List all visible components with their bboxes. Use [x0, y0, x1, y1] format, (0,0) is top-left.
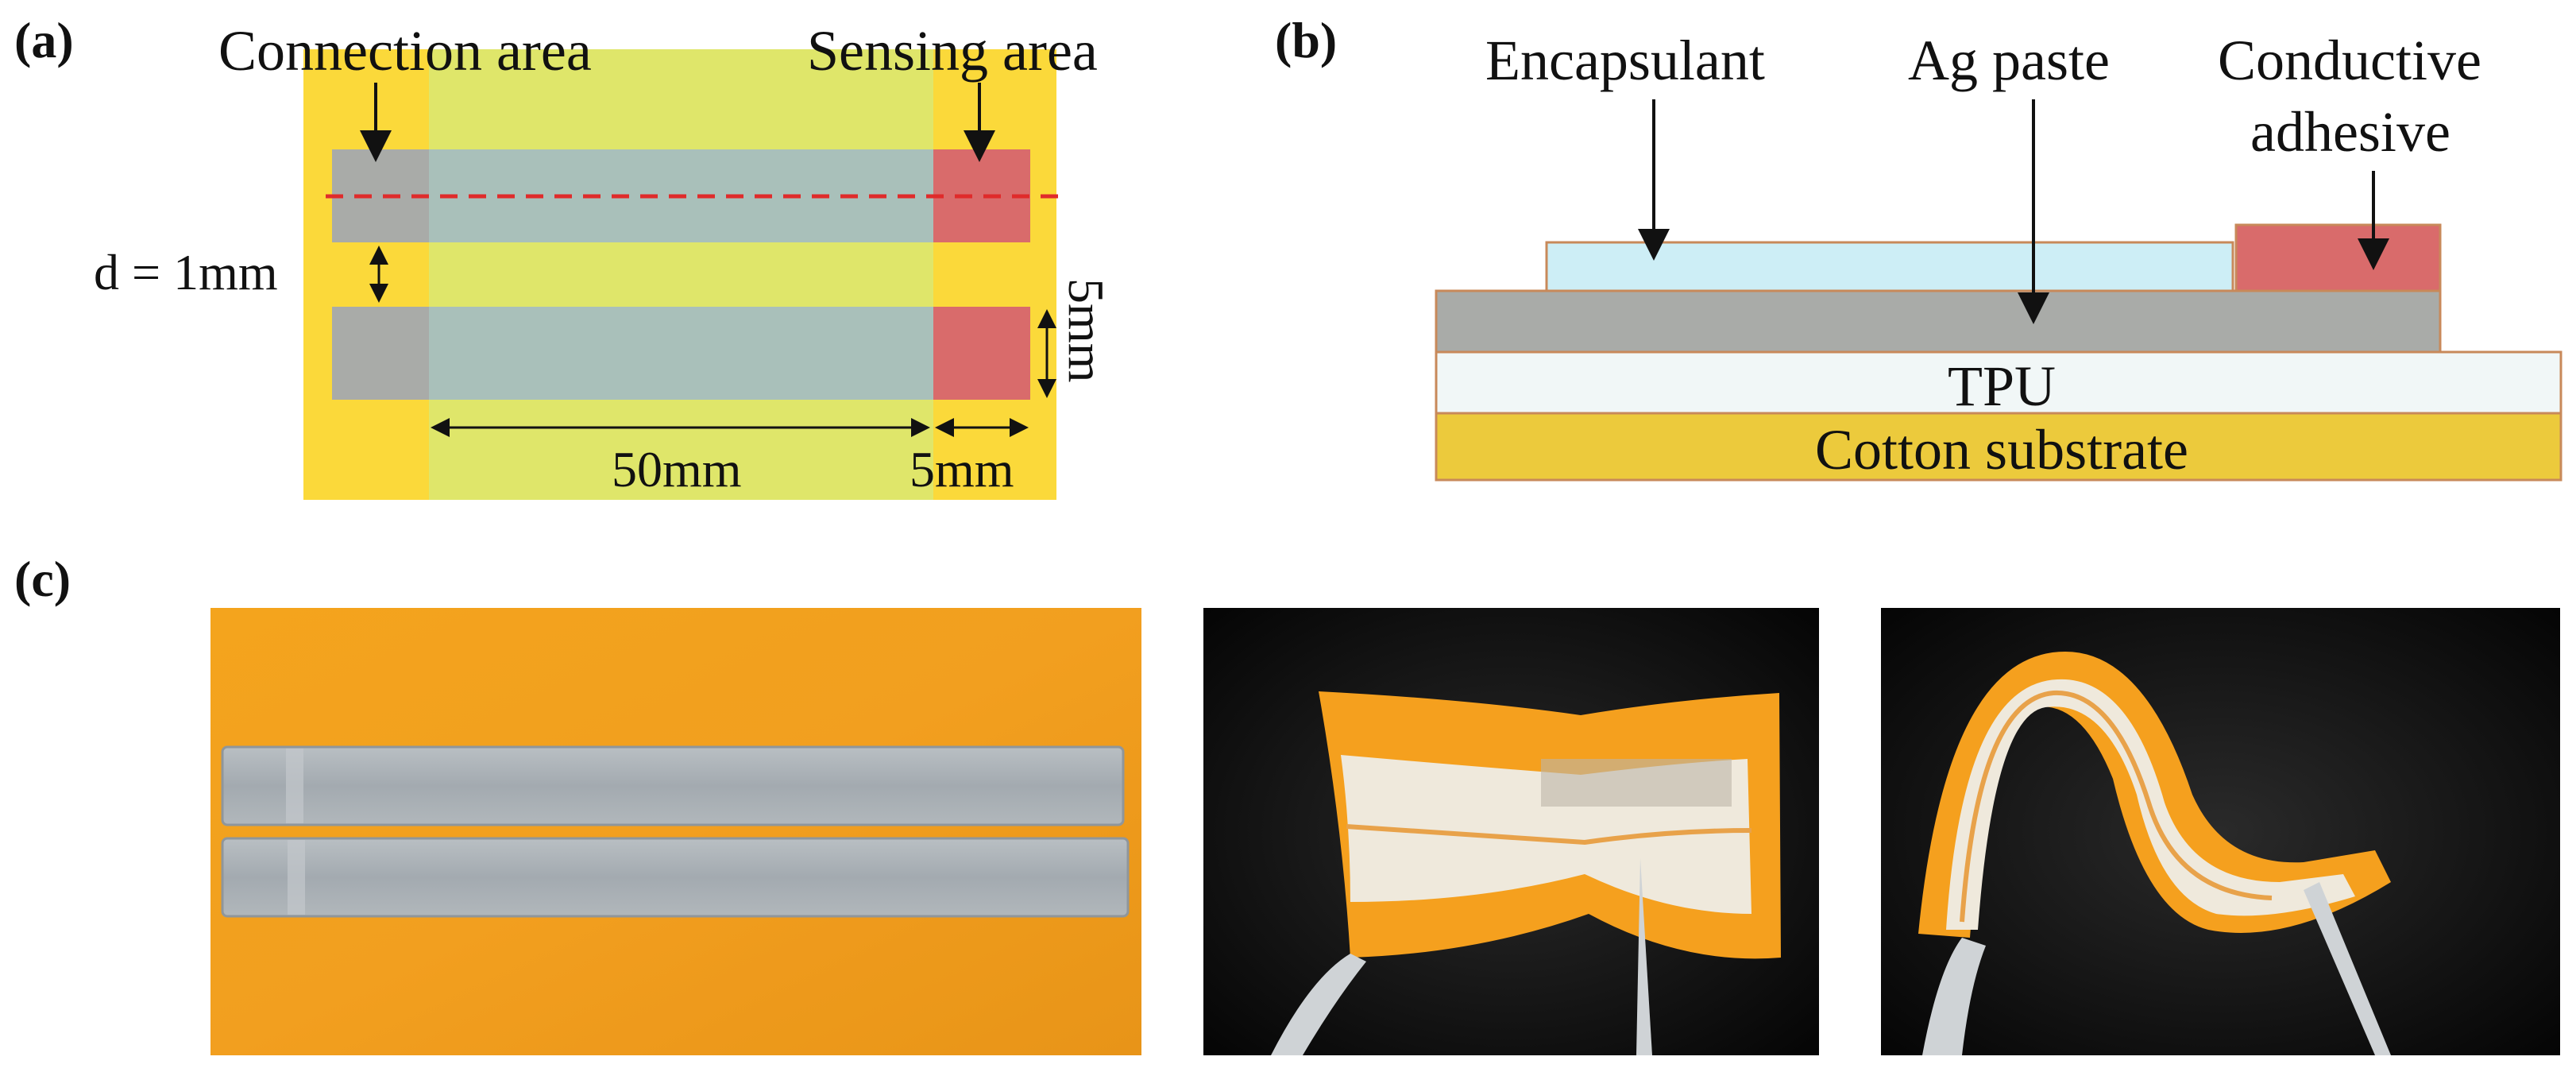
- panel-c-label: (c): [14, 551, 71, 607]
- panel-b: (b) TPU Cotton substrate Encapsulant Ag …: [1275, 12, 2562, 482]
- photo-bent-sensor: [1203, 608, 1819, 1055]
- length-label: 50mm: [612, 441, 742, 497]
- pad-height-label: 5mm: [1058, 278, 1114, 383]
- panel-c: (c): [14, 551, 2560, 1055]
- tpu-label: TPU: [1948, 354, 2056, 418]
- electrode-bottom-strip: [429, 307, 933, 400]
- ag-paste-label: Ag paste: [1908, 29, 2110, 92]
- conductive-adhesive-label-line1: Conductive: [2218, 29, 2481, 92]
- encapsulant-label: Encapsulant: [1485, 29, 1765, 92]
- pad-width-label: 5mm: [910, 441, 1014, 497]
- cotton-layer: [1435, 412, 2562, 482]
- electrode-bottom-pad-gray: [332, 307, 429, 400]
- encapsulant-layer: [1545, 241, 2234, 292]
- ag-paste-layer: [1435, 289, 2442, 354]
- photo-flat-strip-top: [221, 745, 1125, 826]
- panel-a: (a) Connection area Sensing area d = 1mm…: [14, 12, 1114, 500]
- sensing-area-label: Sensing area: [807, 19, 1098, 83]
- connection-band: [429, 49, 933, 500]
- panel-b-label: (b): [1275, 12, 1337, 68]
- conductive-adhesive-label-line2: adhesive: [2250, 100, 2450, 164]
- photo-flat-strip-bottom: [221, 837, 1130, 918]
- gap-label: d = 1mm: [94, 244, 278, 300]
- tpu-layer: [1435, 350, 2562, 415]
- sensing-pad-bottom: [933, 307, 1030, 400]
- cotton-substrate-label: Cotton substrate: [1815, 418, 2188, 482]
- photo-flat-sensor: [210, 608, 1141, 1055]
- photo-arched-sensor: [1881, 608, 2560, 1055]
- connection-area-label: Connection area: [218, 19, 592, 83]
- panel-a-label: (a): [14, 12, 74, 68]
- conductive-adhesive-layer: [2234, 223, 2442, 292]
